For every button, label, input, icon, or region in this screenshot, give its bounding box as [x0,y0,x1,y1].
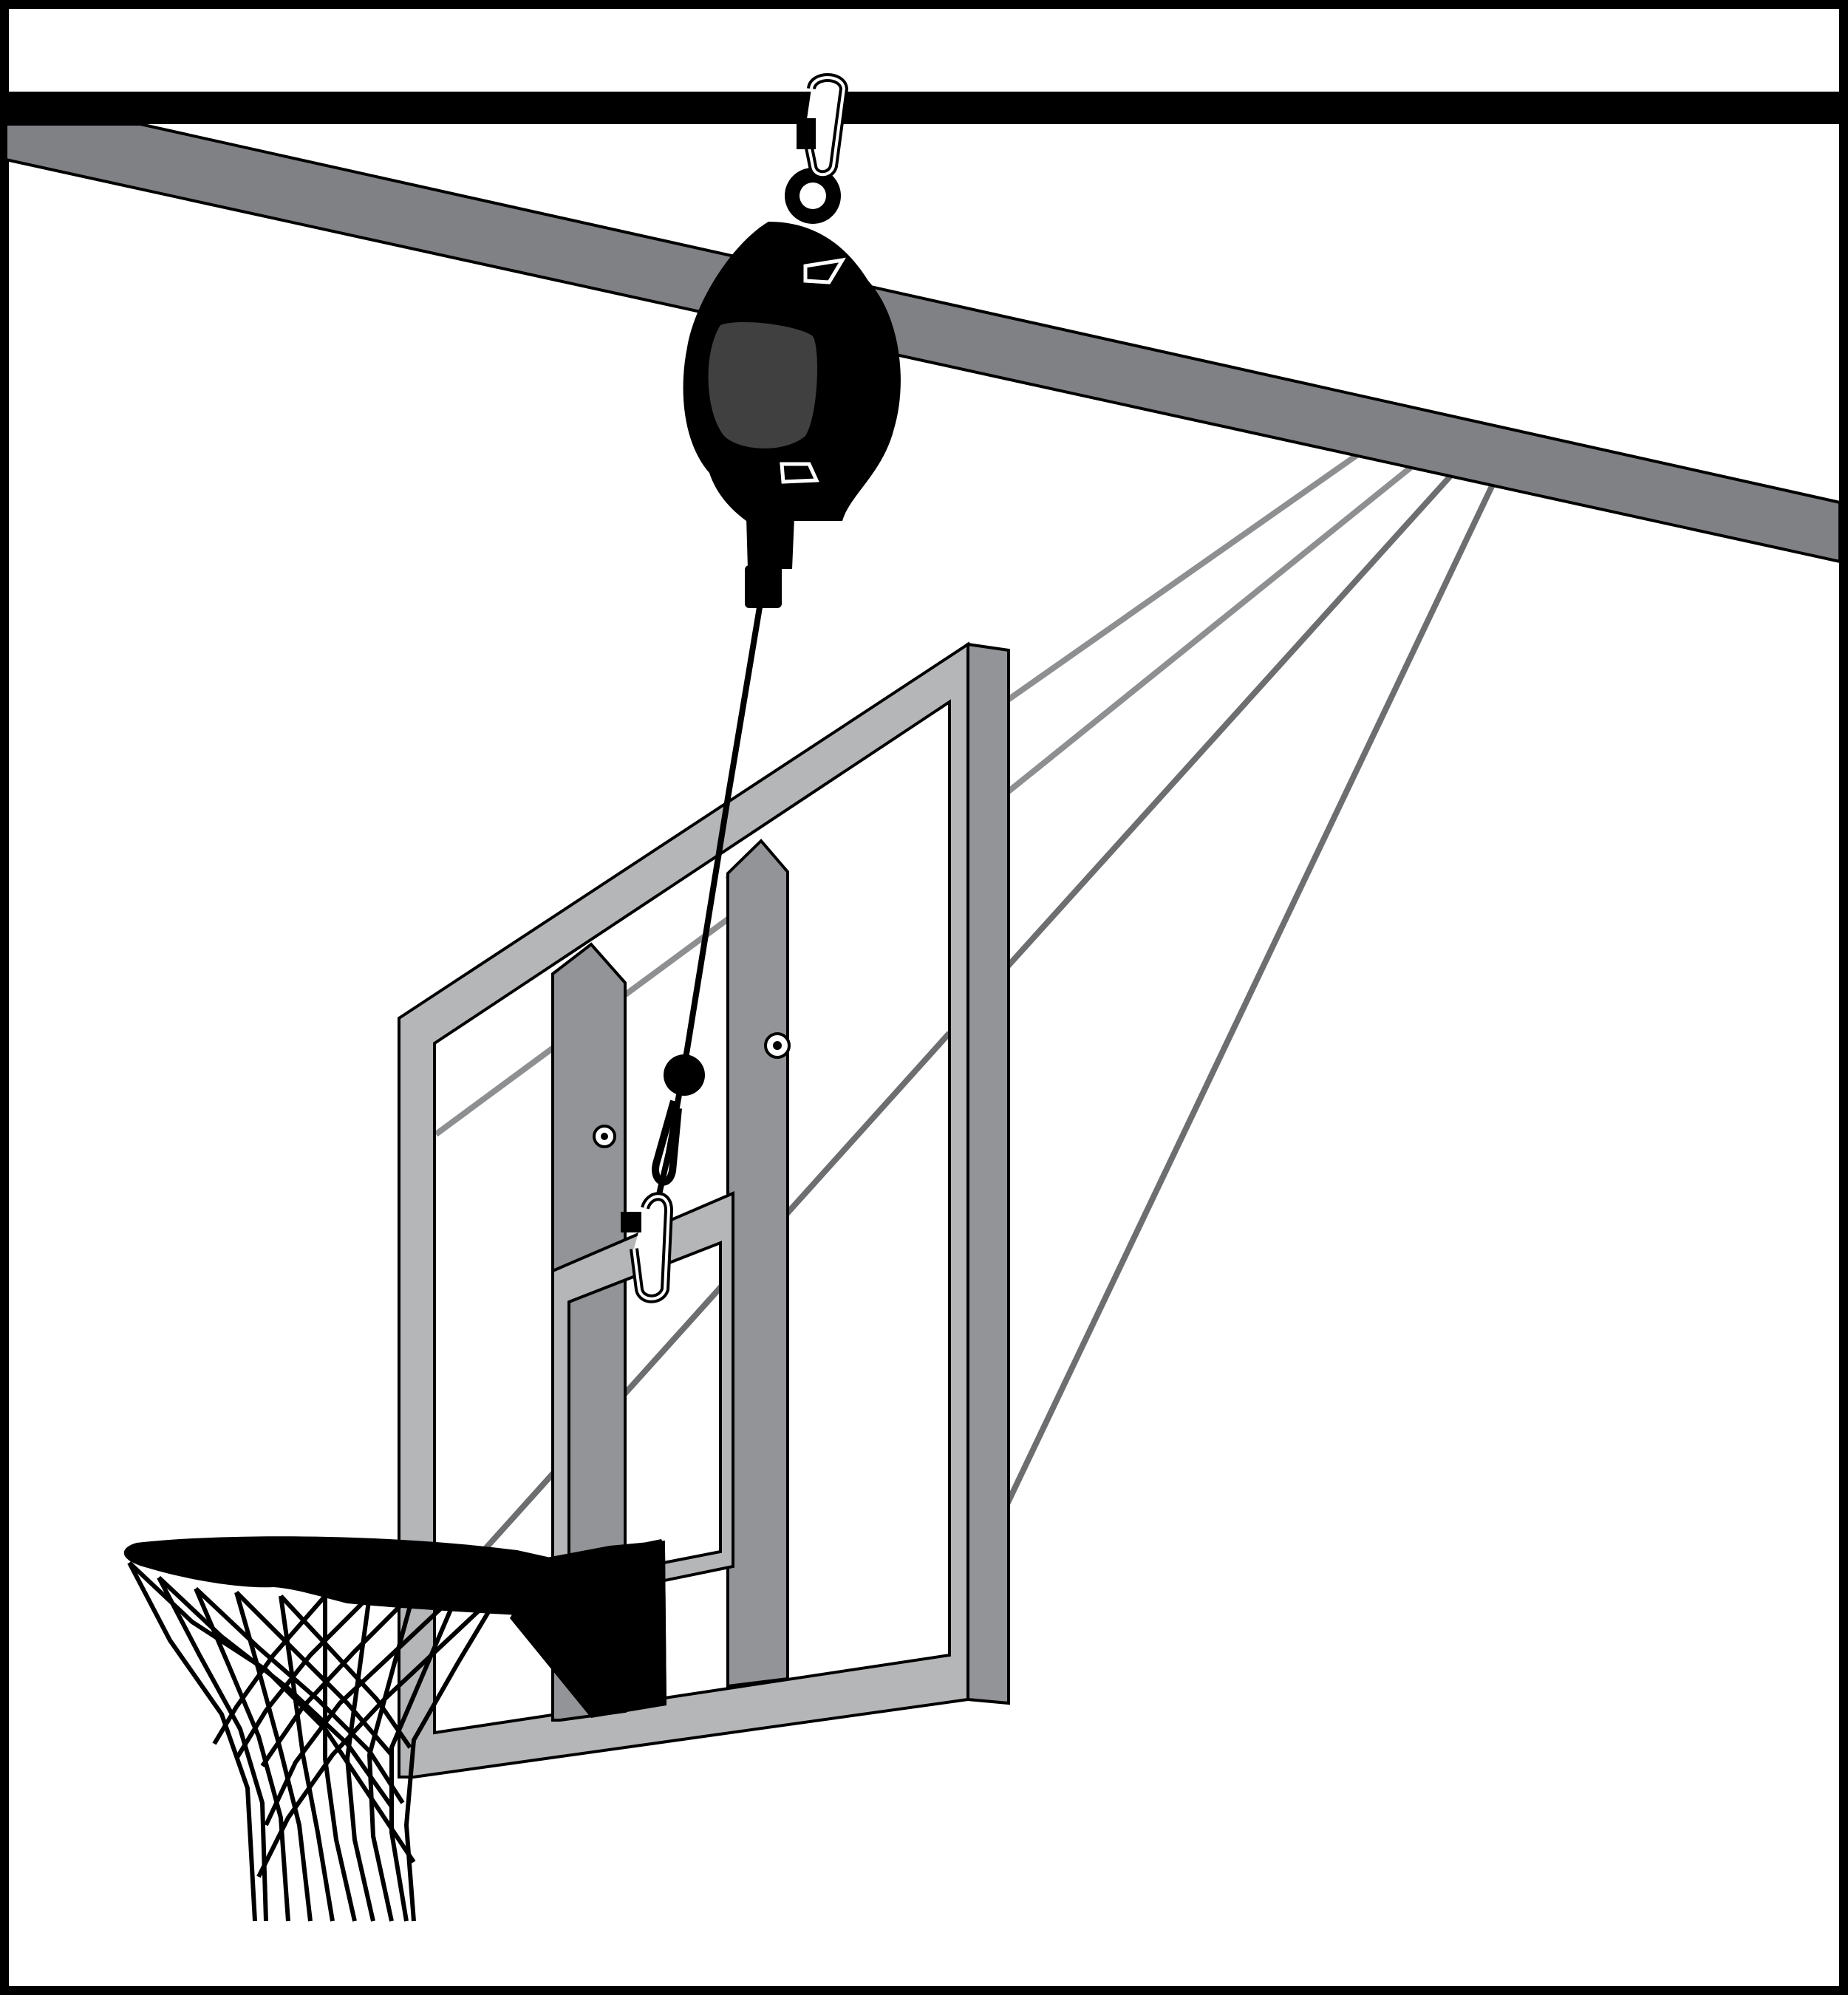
retractor-cable-housing [745,565,782,608]
self-retracting-lifeline-icon [683,168,901,608]
bolt-right [764,1032,791,1059]
retractor-window [708,321,817,449]
carabiner-top [797,73,848,180]
basketball-net [127,1561,505,1922]
cable-thimble [652,1099,682,1186]
retractor-spring [746,517,794,569]
guy-wire-4 [1002,483,1496,1510]
guy-wire-3 [1003,472,1454,972]
support-post-right [726,839,789,1688]
basketball-rim [123,1536,666,1718]
cable-stop-ball [664,1054,705,1096]
lifeline-cable [652,598,764,1201]
retractor-top-slot [803,257,846,284]
backboard-side [966,642,1010,1705]
backboard [398,641,1010,1779]
bolt-left [593,1125,616,1148]
rim-mount-plate [607,1539,666,1713]
retractor-bottom-slot [780,462,819,484]
guy-wire-2 [1003,461,1417,797]
guy-wire-1 [1003,448,1365,705]
overhead-beam [4,123,1841,564]
carabiner-bottom [621,1192,673,1303]
ceiling-bar [6,92,1842,124]
rim-ring [123,1536,550,1615]
